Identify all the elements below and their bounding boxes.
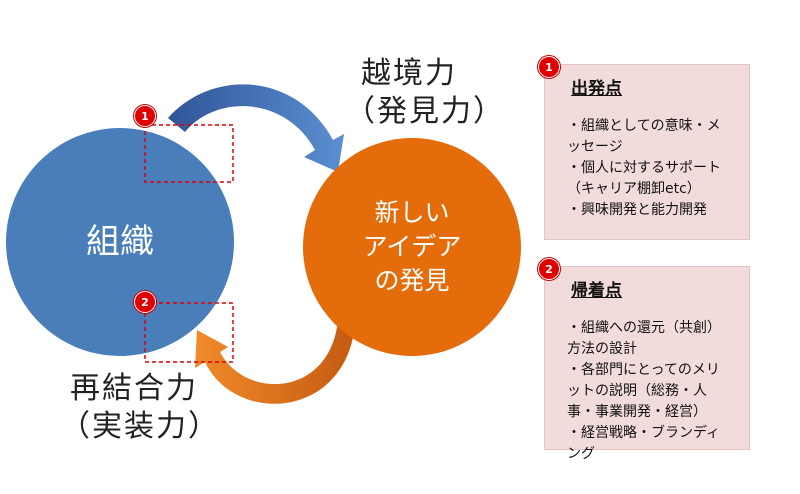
list-item: ・組織としての意味・メッセージ — [567, 118, 721, 155]
panel-return-title: 帰着点 — [571, 281, 622, 301]
bottom-arrow-label-line-2: （実装力） — [60, 409, 220, 444]
bottom-arrow-label-line-1: 再結合力 — [70, 371, 198, 406]
panel-return-list: ・組織への還元（共創）方法の設計 ・各部門にとってのメリットの説明（総務・人事・… — [567, 318, 733, 465]
top-arrow-label: 越境力 （発見力） — [345, 55, 505, 131]
top-arrow-label-line-2: （発見力） — [345, 94, 505, 129]
right-circle-line-1: 新しい — [374, 198, 450, 227]
list-item: ・経営戦略・ブランディング — [567, 425, 721, 462]
panel-return: 帰着点 ・組織への還元（共創）方法の設計 ・各部門にとってのメリットの説明（総務… — [544, 266, 750, 462]
bottom-curved-arrow — [195, 320, 355, 404]
panel-departure: 出発点 ・組織としての意味・メッセージ ・個人に対するサポート（キャリア棚卸et… — [544, 64, 750, 240]
dashed-marker-bottom — [144, 302, 234, 363]
right-circle-line-3: の発見 — [374, 266, 450, 295]
left-circle — [6, 128, 234, 356]
list-item: ・各部門にとってのメリットの説明（総務・人事・事業開発・経営） — [567, 362, 720, 420]
panel-departure-title: 出発点 — [571, 79, 622, 99]
dashed-marker-top — [144, 124, 234, 183]
marker-badge-2: 2 — [134, 291, 156, 313]
marker-badge-1: 1 — [134, 105, 156, 127]
top-curved-arrow — [168, 84, 344, 172]
panel-departure-list: ・組織としての意味・メッセージ ・個人に対するサポート（キャリア棚卸etc） ・… — [567, 116, 733, 221]
panel-departure-badge: 1 — [538, 56, 560, 78]
panel-return-badge: 2 — [538, 258, 560, 280]
right-circle-line-2: アイデア — [362, 232, 462, 261]
list-item: ・個人に対するサポート（キャリア棚卸etc） — [567, 160, 721, 197]
right-circle-label: 新しい アイデア の発見 — [340, 196, 484, 298]
left-circle-label: 組織 — [86, 222, 154, 262]
list-item: ・興味開発と能力開発 — [567, 202, 707, 218]
list-item: ・組織への還元（共創）方法の設計 — [567, 320, 721, 357]
top-arrow-label-line-1: 越境力 — [361, 56, 457, 91]
right-circle — [303, 138, 521, 356]
bottom-arrow-label: 再結合力 （実装力） — [60, 370, 220, 446]
